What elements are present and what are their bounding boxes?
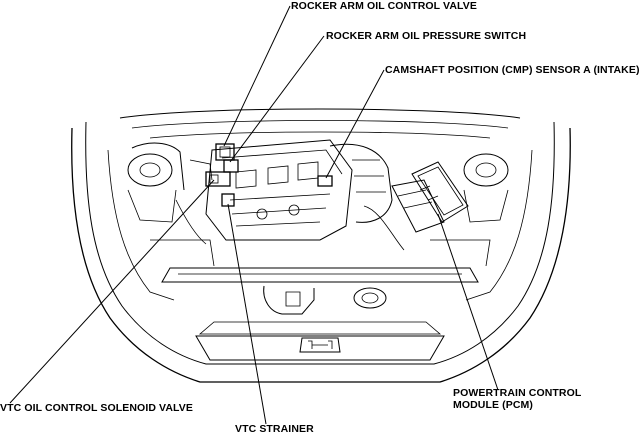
vtc-solenoid-part <box>205 171 231 187</box>
intake-manifold <box>329 143 405 251</box>
left-strut-tower <box>127 153 177 223</box>
label-rocker-arm-oil-control-valve: ROCKER ARM OIL CONTROL VALVE <box>291 0 477 12</box>
cmp-sensor-part <box>317 175 333 187</box>
rocker-arm-oil-pressure-switch-part <box>223 159 239 173</box>
radiator-support <box>150 239 491 315</box>
label-vtc-strainer: VTC STRAINER <box>235 423 314 435</box>
left-side-components <box>131 142 213 245</box>
leader-lines <box>9 5 499 425</box>
label-camshaft-position-sensor: CAMSHAFT POSITION (CMP) SENSOR A (INTAKE… <box>385 64 640 76</box>
vehicle-body-outline <box>71 121 571 383</box>
label-powertrain-control-module: POWERTRAIN CONTROL MODULE (PCM) <box>453 387 581 411</box>
firewall-cowl <box>119 108 521 139</box>
honda-emblem <box>299 337 341 353</box>
label-pcm-line2: MODULE (PCM) <box>453 399 533 411</box>
engine-block <box>205 139 353 241</box>
label-rocker-arm-oil-pressure-switch: ROCKER ARM OIL PRESSURE SWITCH <box>326 30 527 42</box>
label-vtc-oil-control-solenoid-valve: VTC OIL CONTROL SOLENOID VALVE <box>0 402 193 414</box>
pcm-module <box>411 161 469 223</box>
label-pcm-line1: POWERTRAIN CONTROL <box>453 387 582 399</box>
battery-area <box>391 179 445 233</box>
right-strut-tower <box>463 153 509 223</box>
